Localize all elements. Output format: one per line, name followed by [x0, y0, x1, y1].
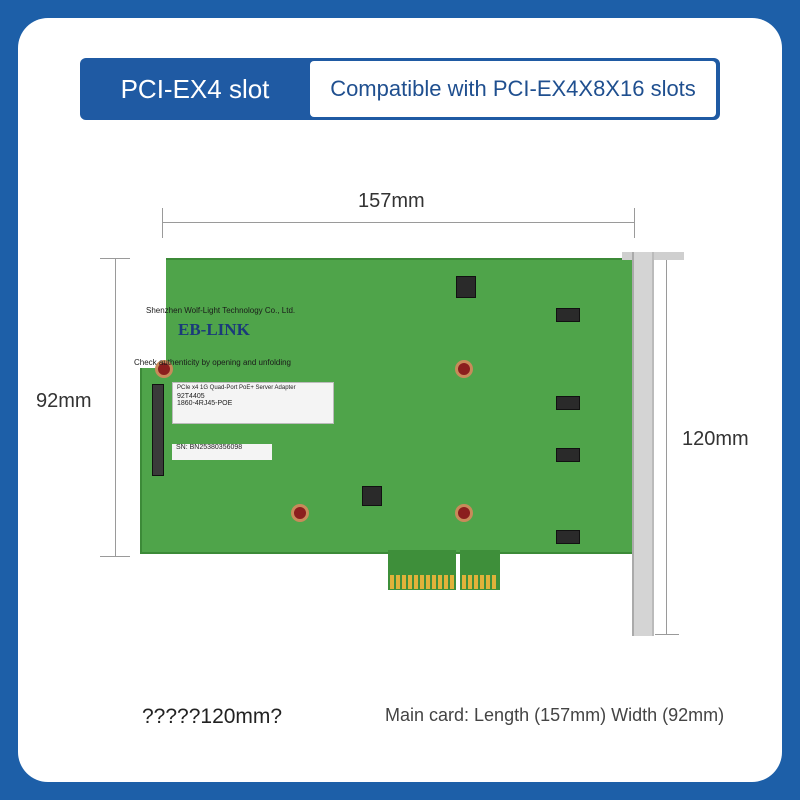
product-label-sticker: PCIe x4 1G Quad-Port PoE+ Server Adapter…	[172, 382, 334, 424]
mounting-hole-1	[155, 360, 173, 378]
length-dimension-line	[162, 222, 634, 223]
card-height-tick-bottom	[100, 556, 130, 557]
card-height-tick-top	[100, 258, 130, 259]
chip-magnetics-4	[556, 530, 580, 544]
sticker-product-line: PCIe x4 1G Quad-Port PoE+ Server Adapter	[177, 385, 296, 391]
bracket-height-label: 120mm	[682, 428, 749, 450]
mounting-hole-4	[455, 504, 473, 522]
length-label: 157mm	[358, 190, 425, 212]
gold-fingers-right	[462, 575, 498, 589]
chip-magnetics-1	[556, 308, 580, 322]
chip-magnetics-3	[556, 448, 580, 462]
serial-number-sticker: SN: BN25380356098	[172, 444, 272, 460]
mounting-hole-3	[291, 504, 309, 522]
chip-magnetics-2	[556, 396, 580, 410]
company-text: Shenzhen Wolf-Light Technology Co., Ltd.	[146, 306, 296, 315]
gold-fingers-left	[390, 575, 454, 589]
card-height-line	[115, 258, 116, 556]
bracket-height-tick-bottom	[655, 634, 679, 635]
pcb-notch	[140, 258, 166, 368]
brand-logo: EB-LINK	[178, 320, 250, 339]
chip-controller	[362, 486, 382, 506]
authenticity-text: Check authenticity by opening and unfold…	[134, 358, 291, 367]
length-tick-right	[634, 208, 635, 238]
main-card-size-note: Main card: Length (157mm) Width (92mm)	[385, 705, 725, 725]
mounting-hole-2	[455, 360, 473, 378]
mounting-bracket	[632, 252, 654, 636]
card-height-label: 92mm	[36, 390, 92, 412]
bracket-height-line	[666, 256, 667, 634]
chip-left-header	[152, 384, 164, 476]
chip-top	[456, 276, 476, 298]
sticker-code: 92T4405	[177, 393, 205, 400]
slot-banner: PCI-EX4 slot Compatible with PCI-EX4X8X1…	[80, 58, 720, 120]
bracket-size-note: ?????120mm?	[142, 705, 283, 728]
slot-type-label: PCI-EX4 slot	[120, 73, 270, 104]
length-tick-left	[162, 208, 163, 238]
serial-number: SN: BN25380356098	[176, 444, 243, 451]
sticker-model: 1860-4RJ45-POE	[177, 400, 233, 407]
compatibility-label: Compatible with PCI-EX4X8X16 slots	[310, 61, 716, 117]
